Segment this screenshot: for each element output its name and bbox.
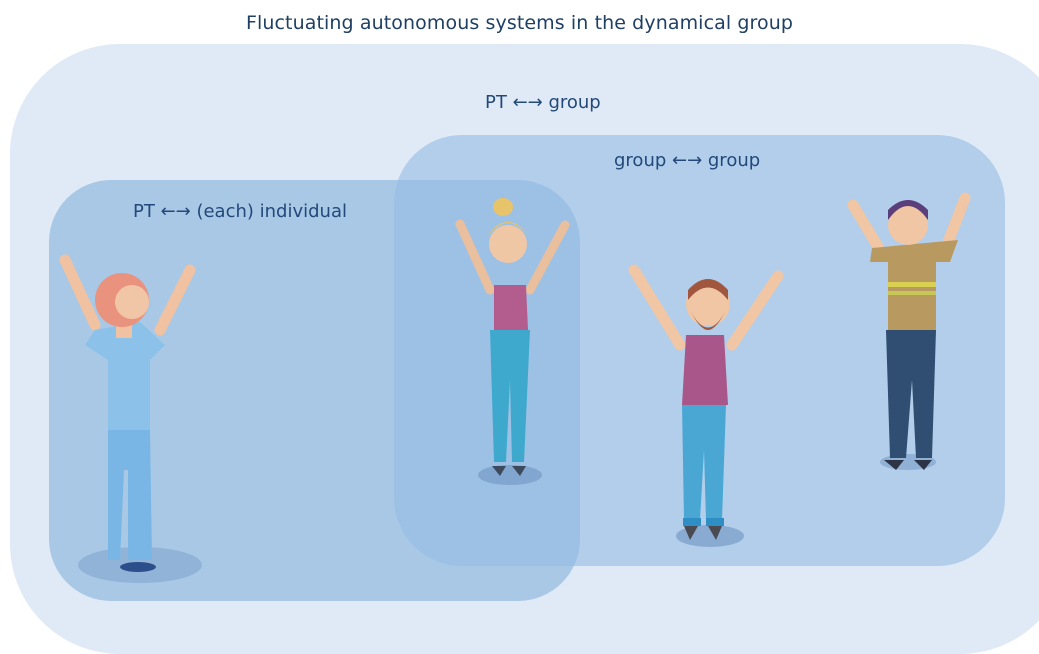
man-beard-figure (628, 264, 784, 547)
pt-individual-label: PT ←→ (each) individual (133, 201, 347, 222)
pt-group-label: PT ←→ group (485, 92, 601, 113)
man-striped-shirt-figure (847, 192, 971, 470)
group-group-label: group ←→ group (614, 150, 761, 171)
physiotherapist-figure (59, 254, 202, 583)
diagram-title: Fluctuating autonomous systems in the dy… (245, 12, 794, 34)
woman-ponytail-figure (455, 198, 570, 485)
